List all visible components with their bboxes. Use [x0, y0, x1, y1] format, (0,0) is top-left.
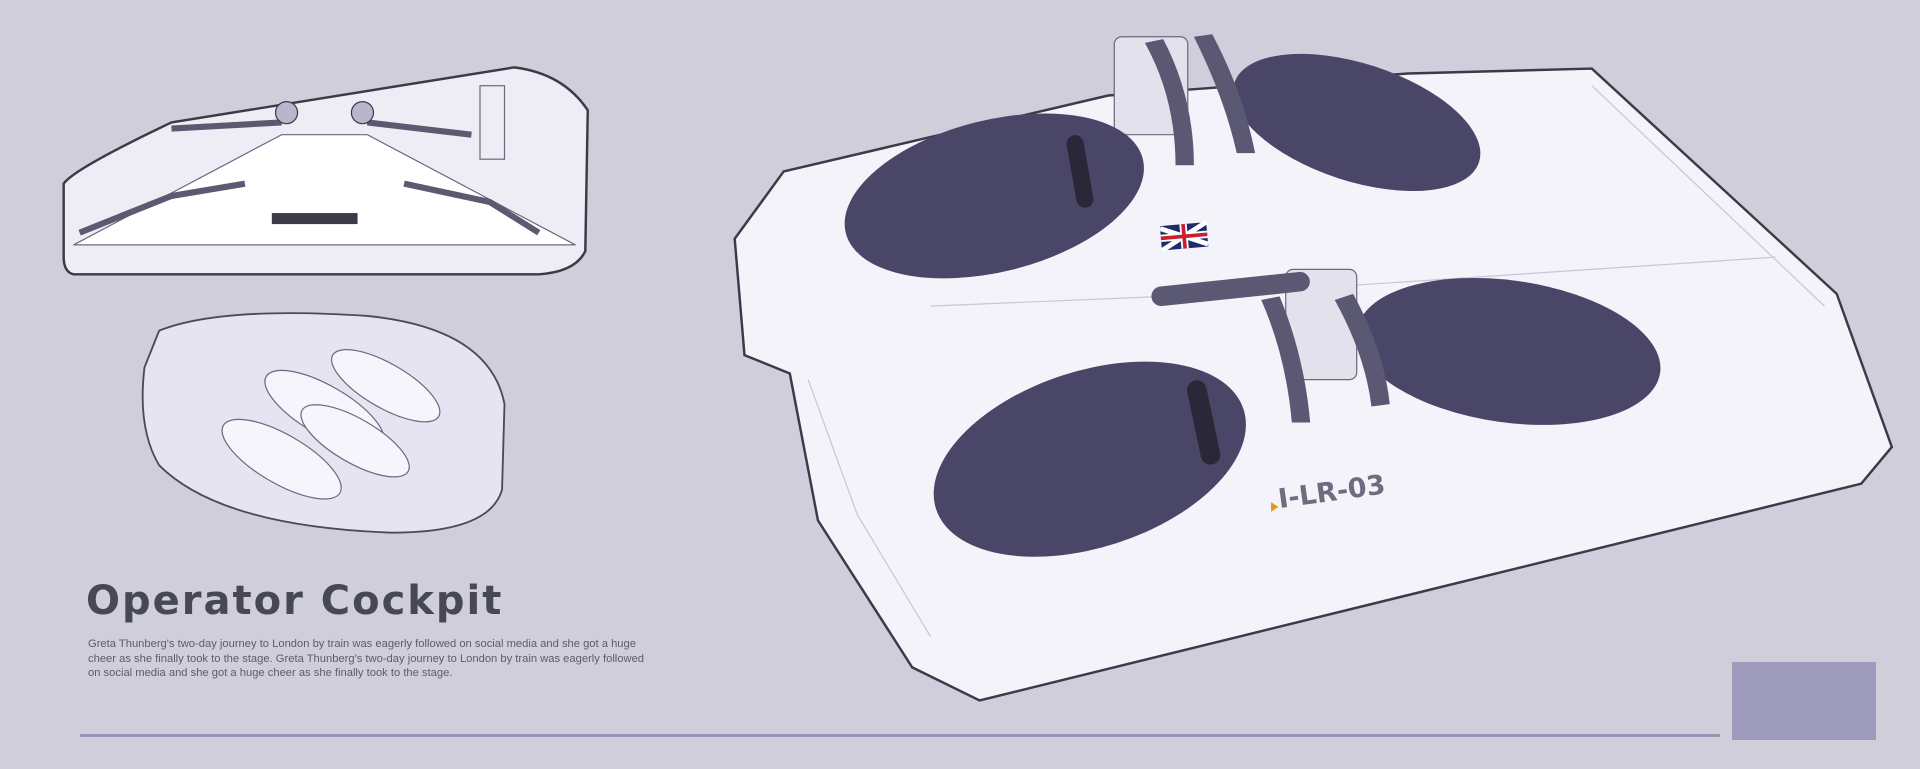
description-text: Greta Thunberg's two-day journey to Lond…: [88, 638, 645, 679]
main-cockpit-render: I-LR-03: [733, 34, 1894, 702]
union-flag-icon: [1159, 220, 1209, 253]
seat: [1356, 277, 1661, 425]
seat: [1233, 53, 1481, 192]
divider-line: [80, 734, 1720, 737]
side-view-sketch: [62, 66, 589, 276]
perspective-sketch: [141, 312, 506, 534]
color-swatch: [1732, 662, 1876, 740]
seat: [933, 361, 1246, 557]
page-title: Operator Cockpit: [86, 578, 504, 624]
